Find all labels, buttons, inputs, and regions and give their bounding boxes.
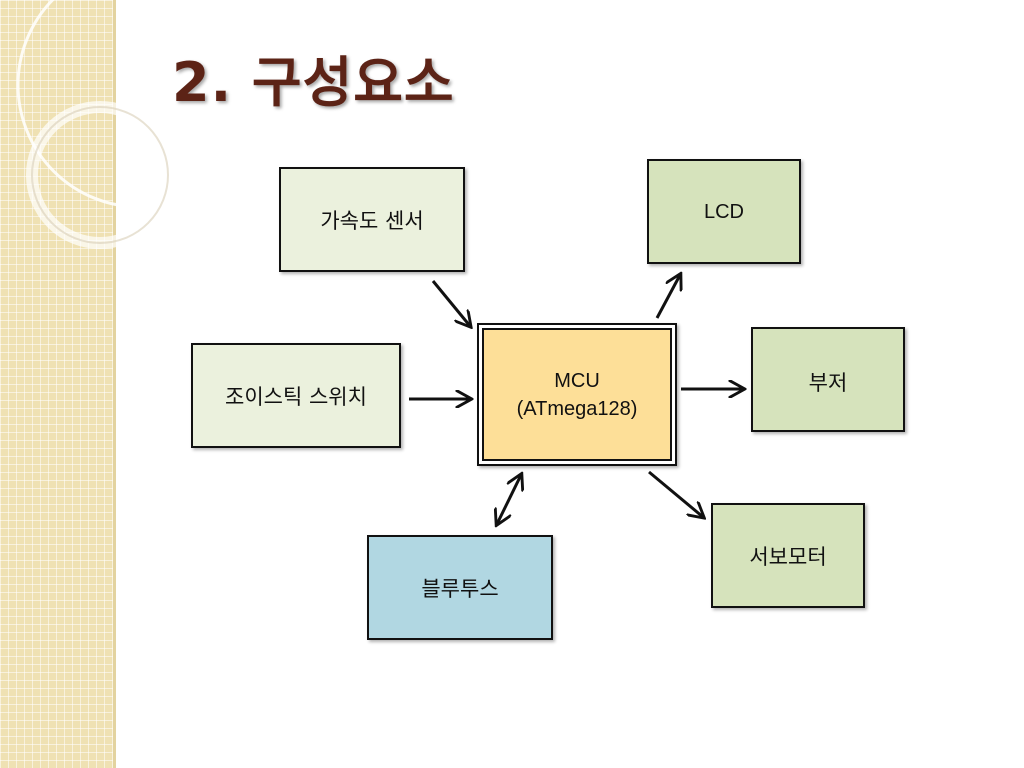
arrow-mcu-bluetooth (497, 475, 521, 524)
lcd-label: LCD (703, 201, 744, 223)
mcu-box-inner: MCU (ATmega128) (482, 328, 672, 461)
mcu-box: MCU (ATmega128) (477, 323, 677, 466)
buzzer-label: 부저 (808, 371, 848, 395)
buzzer-box: 부저 (751, 327, 905, 432)
arrow-mcu-to-servo (648, 470, 703, 517)
arrow-accel-to-mcu (431, 280, 470, 326)
decorative-circles (16, 0, 200, 249)
bluetooth-box: 블루투스 (367, 535, 553, 640)
accel-sensor-box: 가속도 센서 (279, 167, 465, 272)
bluetooth-label: 블루투스 (421, 576, 499, 601)
arrow-mcu-to-lcd (655, 275, 680, 319)
slide-title: 2. 구성요소 (172, 51, 455, 114)
joystick-label: 조이스틱 스위치 (225, 384, 367, 409)
mcu-label: MCU (554, 369, 600, 392)
accel-sensor-label: 가속도 센서 (320, 208, 424, 233)
joystick-box: 조이스틱 스위치 (191, 343, 401, 448)
side-band-edge (113, 0, 116, 768)
servo-box: 서보모터 (711, 503, 865, 608)
servo-label: 서보모터 (749, 545, 827, 569)
lcd-box: LCD (647, 159, 801, 264)
mcu-model-label: (ATmega128) (516, 397, 638, 420)
